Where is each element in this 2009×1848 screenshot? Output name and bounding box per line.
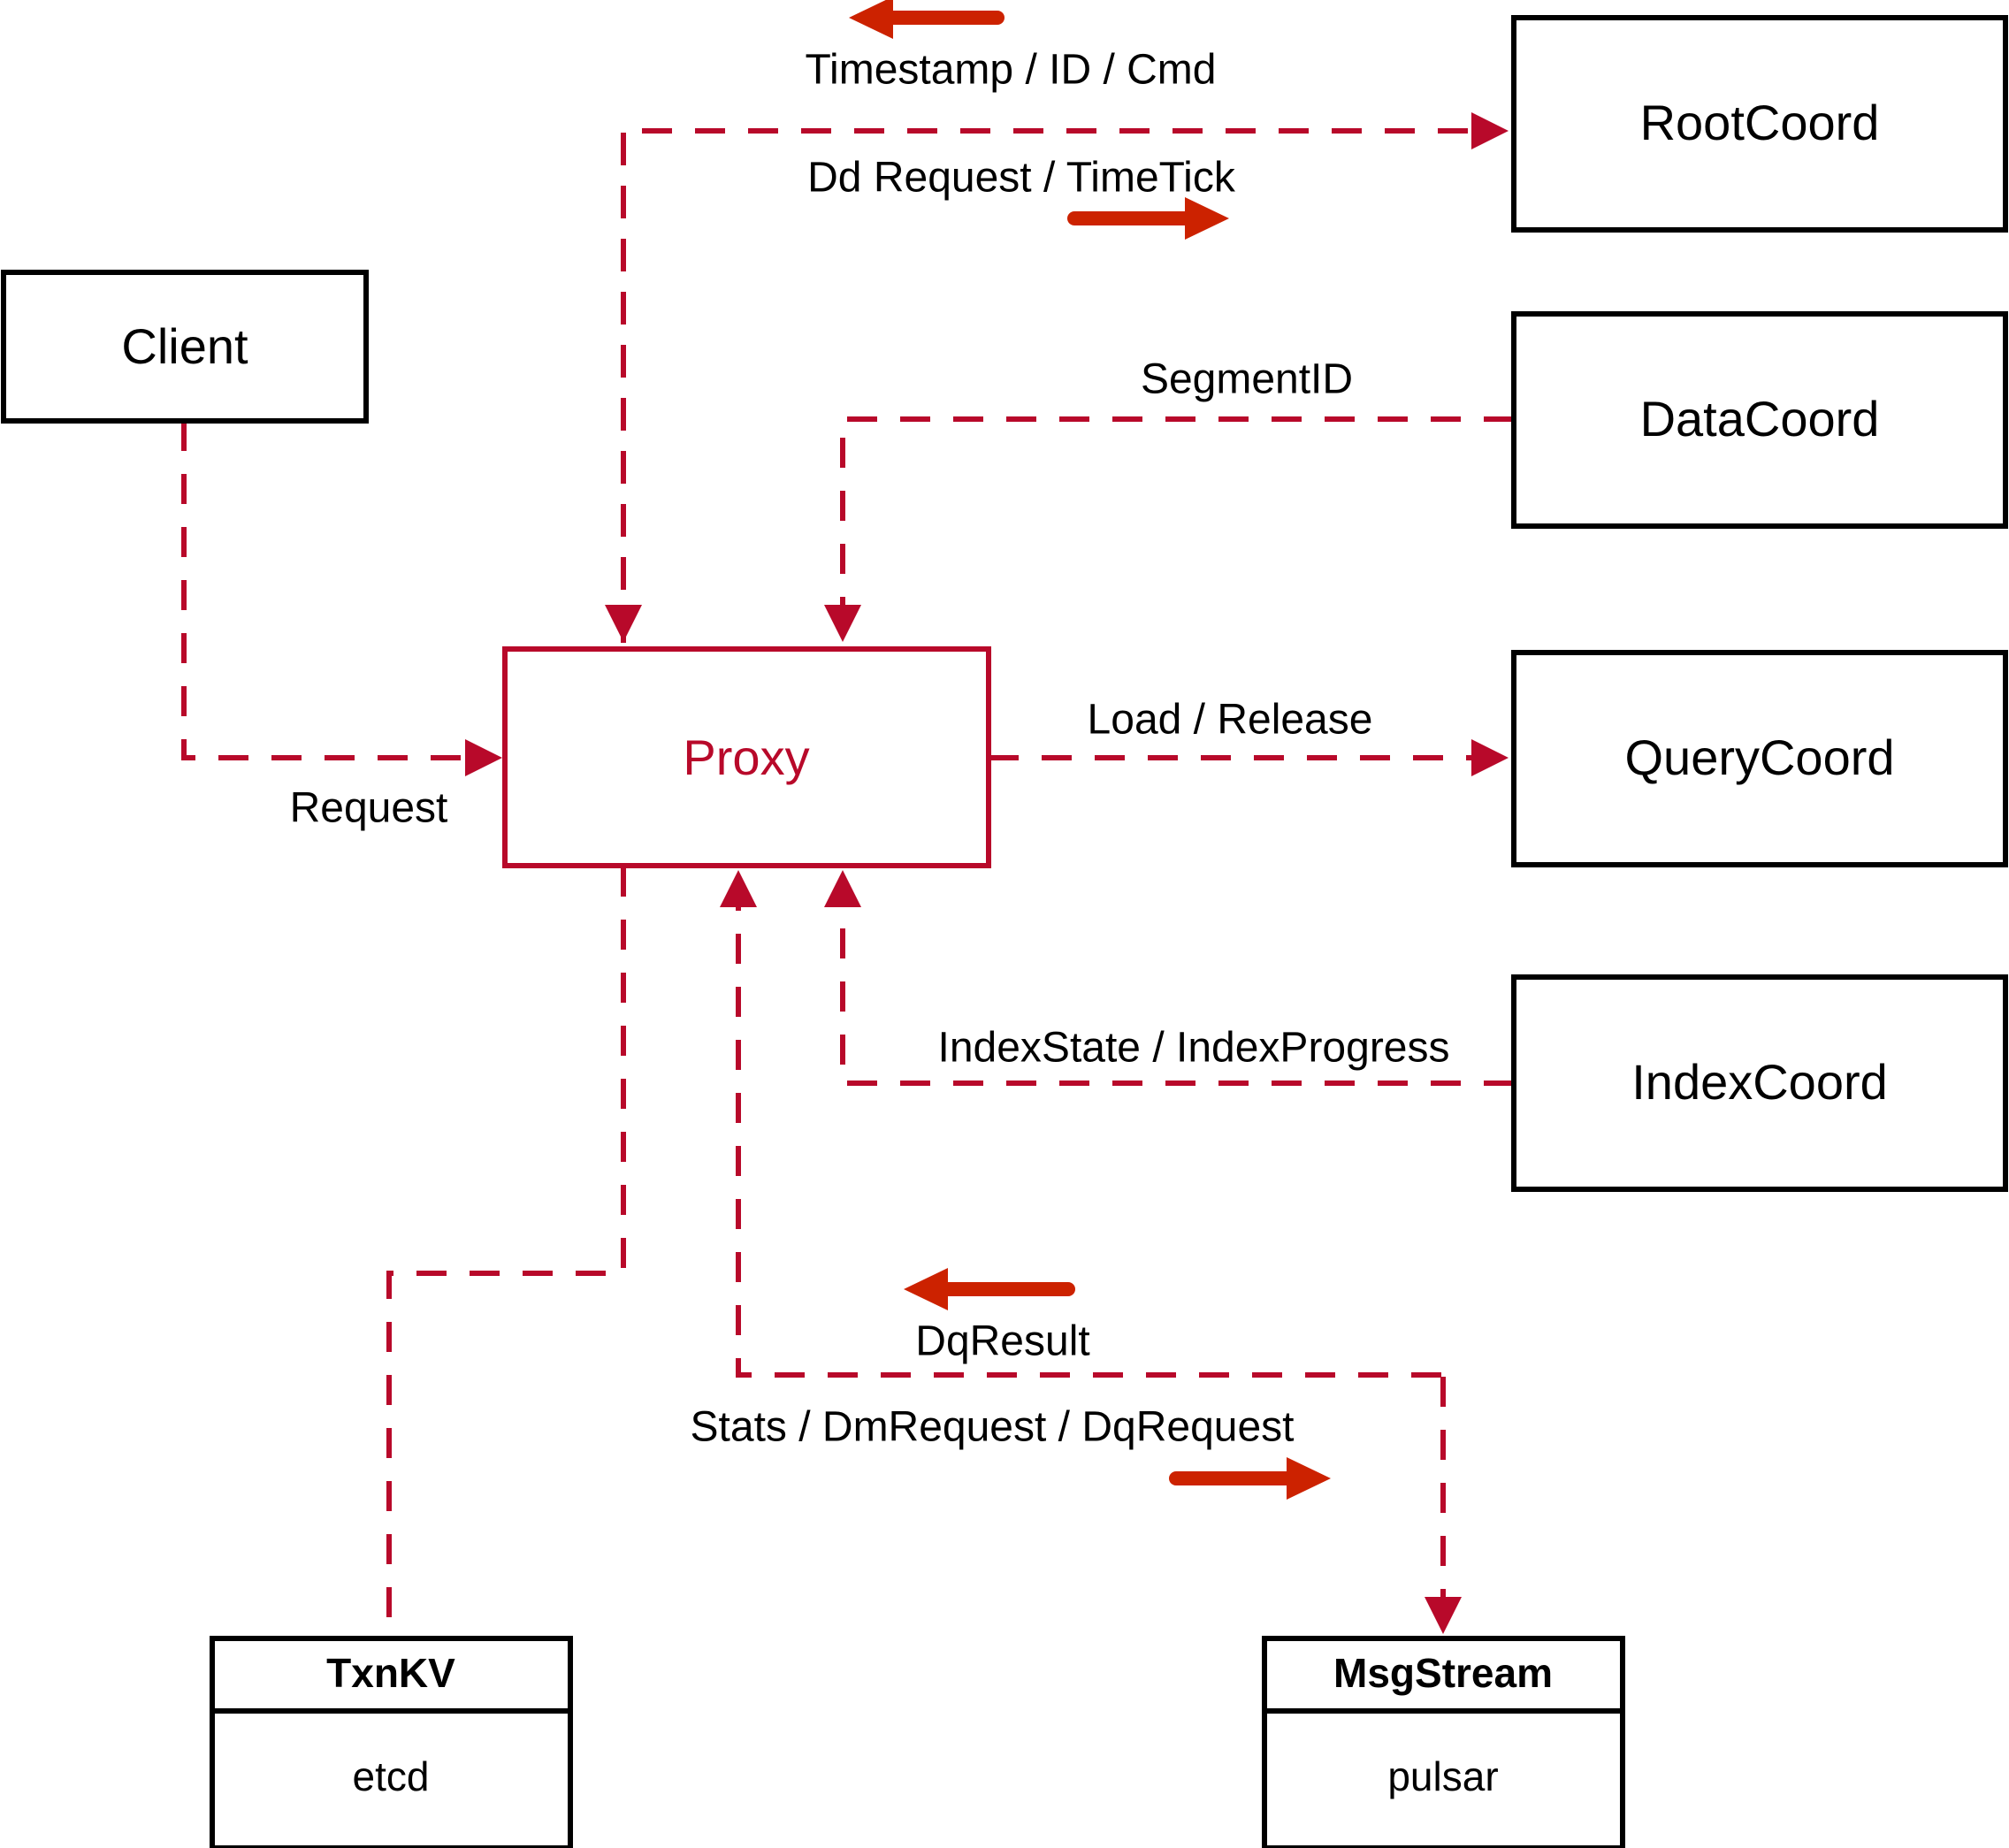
- edge-label-indexcoord-to-proxy: IndexState / IndexProgress: [938, 1025, 1450, 1072]
- direction-arrow-left-rootcoord: [849, 0, 1004, 39]
- edge-label-proxy-to-rootcoord: Dd Request / TimeTick: [807, 155, 1236, 202]
- node-msgstream-title: MsgStream: [1333, 1650, 1553, 1696]
- direction-arrow-left-dqresult: [904, 1268, 1075, 1310]
- edge-label-rootcoord-to-proxy: Timestamp / ID / Cmd: [806, 47, 1217, 94]
- node-msgstream-impl: pulsar: [1387, 1753, 1498, 1799]
- node-querycoord-label: QueryCoord: [1624, 729, 1894, 785]
- node-msgstream[interactable]: MsgStream pulsar: [1262, 1636, 1625, 1848]
- node-txnkv-title: TxnKV: [326, 1650, 455, 1696]
- edge-proxy-to-txnkv: [386, 867, 626, 1636]
- node-proxy[interactable]: Proxy: [502, 646, 991, 868]
- node-datacoord-label: DataCoord: [1640, 391, 1880, 447]
- node-rootcoord-label: RootCoord: [1640, 95, 1880, 150]
- edge-label-msgstream-to-proxy: DqResult: [915, 1318, 1089, 1365]
- edge-label-proxy-to-querycoord: Load / Release: [1088, 697, 1373, 744]
- node-client-label: Client: [121, 318, 248, 374]
- edge-label-datacoord-to-proxy: SegmentID: [1141, 356, 1353, 403]
- edge-indexcoord-to-proxy: [824, 870, 1514, 1086]
- edge-proxy-to-rootcoord: [621, 112, 1509, 643]
- node-txnkv-impl: etcd: [353, 1753, 430, 1799]
- edge-client-to-proxy: [181, 421, 502, 776]
- node-rootcoord[interactable]: RootCoord: [1511, 15, 2008, 233]
- node-indexcoord-label: IndexCoord: [1631, 1054, 1888, 1110]
- direction-arrow-right-dqrequest: [1169, 1457, 1331, 1500]
- node-proxy-label: Proxy: [683, 729, 809, 785]
- direction-arrow-right-rootcoord: [1067, 197, 1229, 240]
- node-querycoord[interactable]: QueryCoord: [1511, 650, 2008, 867]
- edge-label-proxy-to-msgstream: Stats / DmRequest / DqRequest: [691, 1404, 1295, 1451]
- edge-msgstream-to-proxy: [720, 870, 1441, 1378]
- edge-label-client-to-proxy: Request: [290, 785, 448, 832]
- node-txnkv[interactable]: TxnKV etcd: [210, 1636, 573, 1848]
- node-client[interactable]: Client: [1, 270, 369, 424]
- node-datacoord[interactable]: DataCoord: [1511, 311, 2008, 529]
- edge-datacoord-to-proxy: [824, 416, 1514, 642]
- node-indexcoord[interactable]: IndexCoord: [1511, 974, 2008, 1192]
